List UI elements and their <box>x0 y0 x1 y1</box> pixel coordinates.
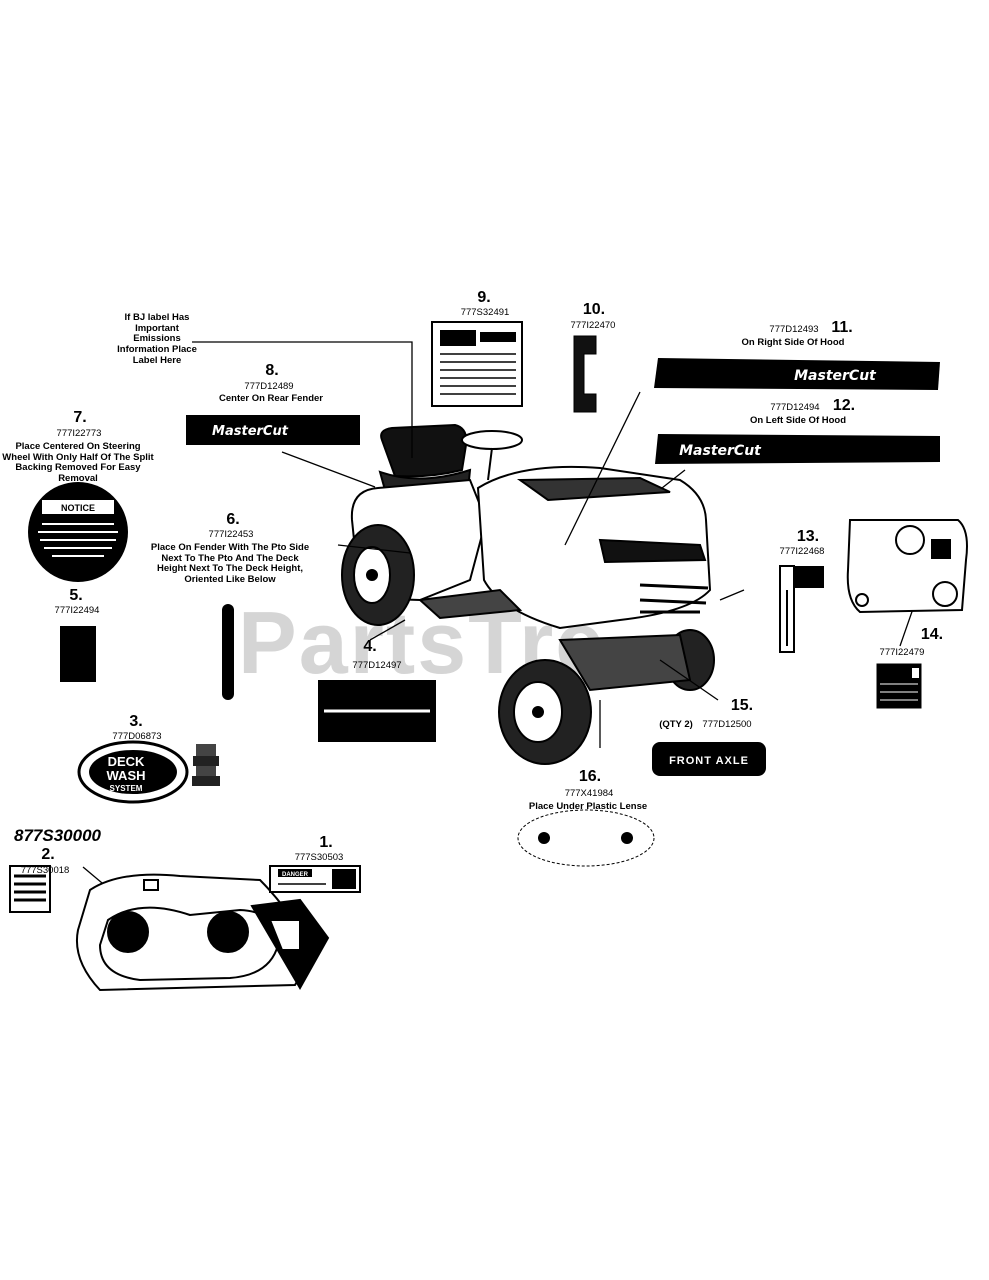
callout-15-part: 777D12500 <box>702 719 752 730</box>
decal-3: DECK WASH SYSTEM <box>77 740 220 804</box>
decal-13 <box>779 565 824 653</box>
decal-4 <box>318 680 436 742</box>
callout-5-part: 777I22494 <box>54 605 100 616</box>
callout-4-part: 777D12497 <box>352 660 402 671</box>
callout-8-desc: Center On Rear Fender <box>219 393 323 404</box>
callout-10-part: 777I22470 <box>570 320 616 331</box>
mower-deck-illustration <box>76 873 330 992</box>
callout-7-desc: Place Centered On Steering Wheel With On… <box>2 441 154 484</box>
callout-15-number: 15. <box>730 697 754 714</box>
callout-11-desc: On Right Side Of Hood <box>741 337 845 348</box>
decal-11-brand: MasterCut <box>794 368 877 384</box>
decal-7: NOTICE <box>28 482 128 582</box>
wash-text: WASH <box>107 768 146 783</box>
callout-1-part: 777S30503 <box>294 852 344 863</box>
callout-10-number: 10. <box>582 301 606 318</box>
deck-text: DECK <box>108 754 145 769</box>
tractor-illustration <box>341 423 715 765</box>
callout-7-number: 7. <box>73 409 87 426</box>
callout-13-part: 777I22468 <box>779 546 825 557</box>
fuel-tank-illustration <box>846 519 968 614</box>
callout-11-number: 11. <box>831 319 853 336</box>
decal-8-brand: MasterCut <box>212 424 289 439</box>
callout-12-desc: On Left Side Of Hood <box>749 415 847 426</box>
decal-6 <box>222 604 234 700</box>
callout-12-number: 12. <box>832 397 856 414</box>
callout-2-number: 2. <box>41 846 55 863</box>
decal-16 <box>517 809 655 867</box>
decal-5 <box>60 626 96 682</box>
decal-12: MasterCut <box>655 434 940 464</box>
callout-3-number: 3. <box>129 713 143 730</box>
callout-7-part: 777I22773 <box>56 428 102 439</box>
notice-heading: NOTICE <box>61 503 95 513</box>
callout-11-part: 777D12493 <box>769 324 819 335</box>
callout-2-part: 777S30018 <box>20 865 70 876</box>
callout-13-number: 13. <box>796 528 820 545</box>
decal-2 <box>9 865 51 913</box>
callout-4-number: 4. <box>363 638 377 655</box>
callout-3-part: 777D06873 <box>112 731 162 742</box>
front-axle-text: FRONT AXLE <box>669 755 749 767</box>
decal-12-brand: MasterCut <box>679 443 762 459</box>
callout-16-desc: Place Under Plastic Lense <box>528 801 648 812</box>
callout-14-number: 14. <box>920 626 944 643</box>
callout-8-number: 8. <box>265 362 279 379</box>
callout-9-part: 777S32491 <box>460 307 510 318</box>
decal-14 <box>876 663 922 709</box>
callout-15-qty: (QTY 2) <box>659 719 693 730</box>
decal-15: FRONT AXLE <box>652 742 766 776</box>
callout-6-number: 6. <box>226 511 240 528</box>
kit-number: 877S30000 <box>14 826 101 845</box>
decal-1: DANGER <box>269 865 361 893</box>
decal-9 <box>431 321 523 407</box>
callout-5-number: 5. <box>69 587 83 604</box>
callout-16-part: 777X41984 <box>564 788 614 799</box>
decal-10 <box>573 335 597 413</box>
decal-8: MasterCut <box>186 415 360 445</box>
callout-9-number: 9. <box>477 289 491 306</box>
system-text: SYSTEM <box>110 784 143 793</box>
callout-6-part: 777I22453 <box>208 529 254 540</box>
callout-6-desc: Place On Fender With The Pto Side Next T… <box>150 542 310 585</box>
decal-11: MasterCut <box>654 358 940 390</box>
danger-text: DANGER <box>282 872 309 878</box>
callout-8-part: 777D12489 <box>244 381 294 392</box>
callout-14-part: 777I22479 <box>879 647 925 658</box>
callout-1-number: 1. <box>319 834 333 851</box>
emission-note: If BJ label Has Important Emissions Info… <box>117 312 197 366</box>
callout-12-part: 777D12494 <box>770 402 820 413</box>
callout-16-number: 16. <box>578 768 602 785</box>
